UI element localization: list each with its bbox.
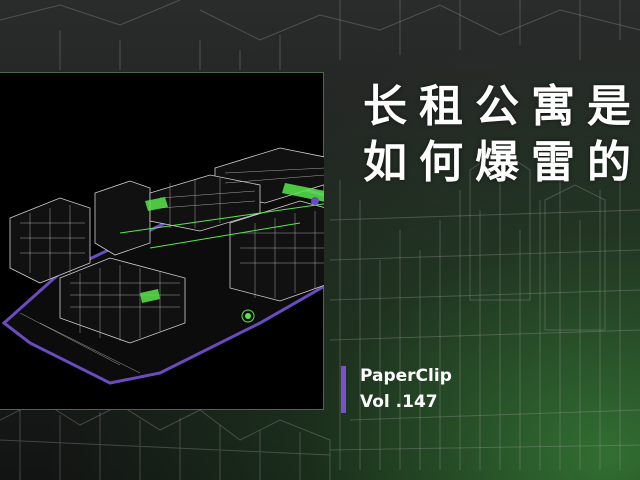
accent-bar — [341, 366, 346, 413]
headline-line-2: 如何爆雷的 — [363, 137, 640, 188]
headline-line-1: 长租公寓是 — [363, 81, 640, 132]
volume-number: Vol .147 — [360, 392, 438, 412]
building-wireframe-render — [1, 147, 324, 385]
floorplan-render-frame — [0, 72, 324, 410]
brand-name: PaperClip — [360, 366, 452, 386]
